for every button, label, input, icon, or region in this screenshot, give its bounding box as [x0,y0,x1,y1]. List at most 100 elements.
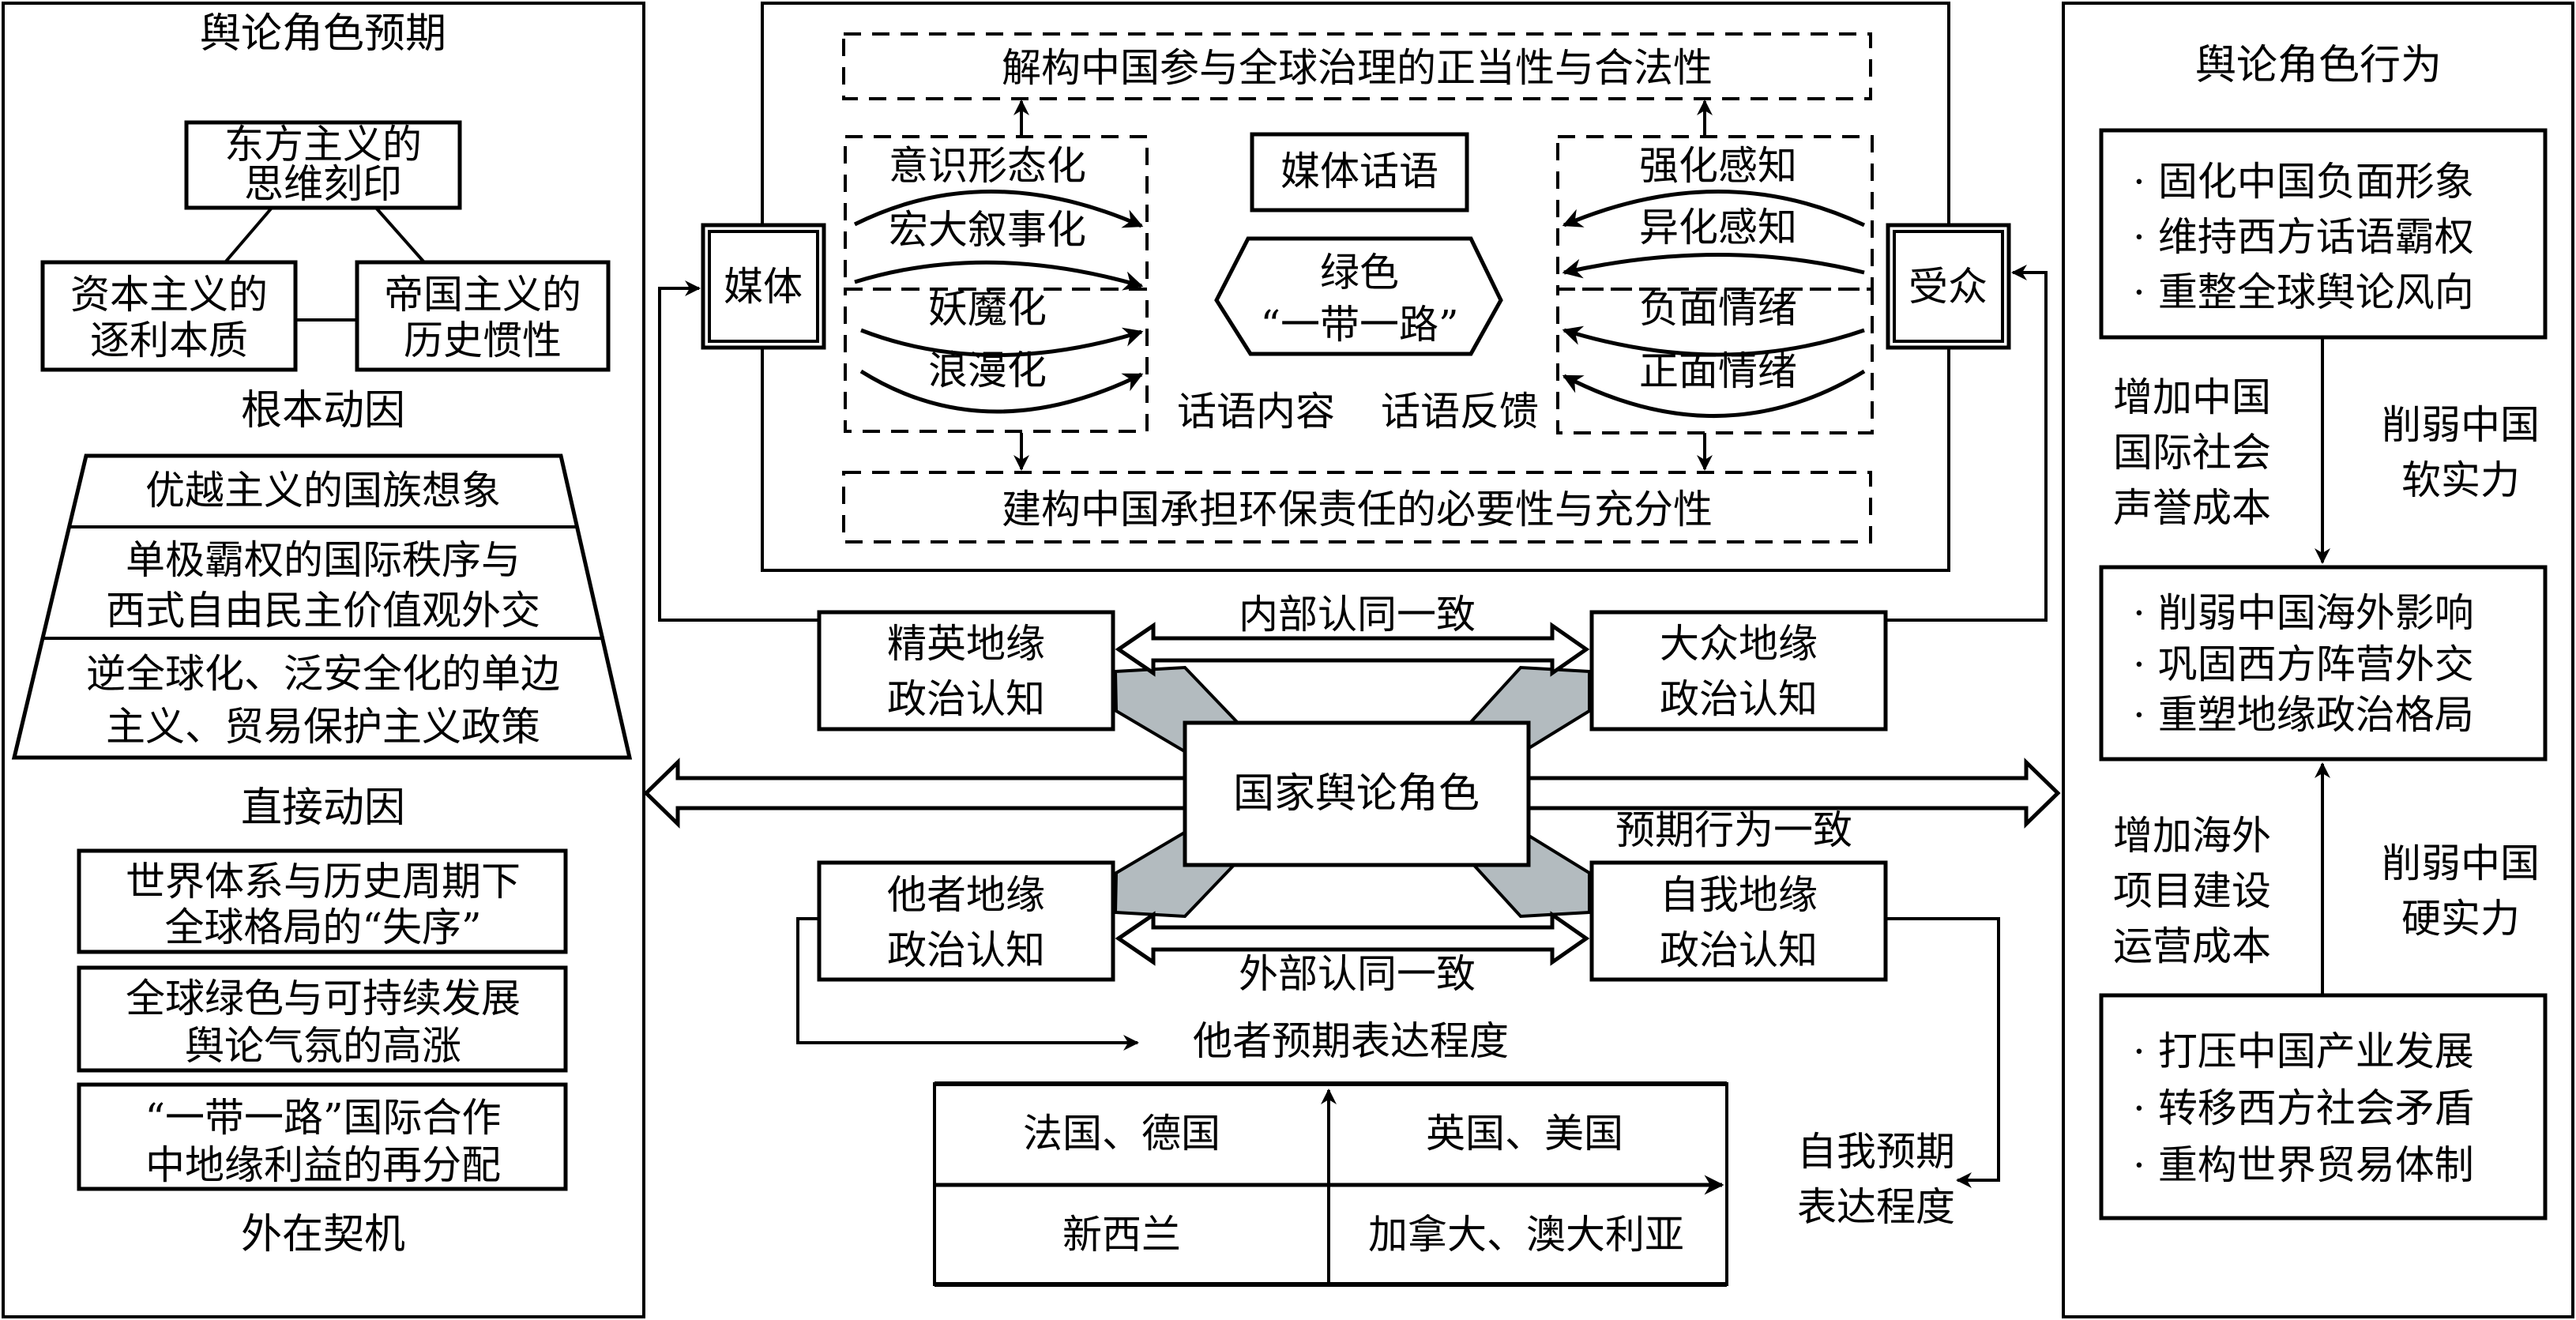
external-box-3 [77,1082,568,1191]
content-curve-arrow [859,369,1144,414]
media-label: 媒体 [724,264,803,310]
other-cognition-box [817,860,1115,982]
external-box-2-line-2: 舆论气氛的高涨 [185,1023,461,1069]
reputation-cost-line-1: 增加中国 [2113,374,2271,420]
left-panel-title: 舆论角色预期 [200,10,446,58]
discourse-content-caption: 话语内容 [1177,389,1335,434]
project-cost-line-2: 项目建设 [2113,868,2271,914]
external-box-1-line-1: 世界体系与历史周期下 [126,859,521,904]
external-box-3-line-2: 中地缘利益的再分配 [145,1142,501,1188]
imperialism-line-1: 帝国主义的 [384,272,581,318]
elite-line-2: 政治认知 [887,676,1045,722]
bottom-goal-text: 建构中国承担环保责任的必要性与充分性 [1002,487,1713,532]
external-box-3-line-1: “一带一路”国际合作 [145,1095,501,1141]
capitalism-line-1: 资本主义的 [70,272,268,318]
reputation-cost-line-2: 国际社会 [2113,430,2271,476]
feedback-group-2-dashed [1556,288,1874,434]
media-discourse-title-box [1250,132,1469,212]
direct-cause-trapezoid [11,453,633,760]
other-line-2: 政治认知 [887,927,1045,973]
content-curve-arrow [860,327,1144,357]
orientalism-line-1: 东方主义的 [224,122,422,167]
direct-cause-layer-2-line-2: 西式自由民主价值观外交 [106,588,540,634]
top-goal-dashed-box [842,32,1872,100]
right-panel-title: 舆论角色行为 [2195,42,2442,89]
behavior-box-3 [2099,993,2548,1220]
left-panel-frame [2,2,645,1318]
elite-to-media-connector [658,280,818,622]
direct-cause-layer-1: 优越主义的国族想象 [145,468,501,513]
root-cause-label: 根本动因 [241,387,405,434]
behavior-box-2-item-1: · 削弱中国海外影响 [2133,590,2474,636]
direct-cause-label: 直接动因 [241,784,405,832]
direct-cause-layer-2-line-1: 单极霸权的国际秩序与 [126,537,521,583]
orientalism-box [184,120,462,210]
imperialism-box [355,260,611,372]
content-curve-arrow [854,260,1144,291]
external-opportunity-label: 外在契机 [241,1211,405,1258]
public-line-1: 大众地缘 [1660,621,1818,667]
capitalism-box [40,260,298,372]
media-discourse-section: 解构中国参与全球治理的正当性与合法性 建构中国承担环保责任的必要性与充分性 意识… [701,2,2011,572]
other-line-1: 他者地缘 [887,872,1045,918]
geopolitics-section: 内部认同一致 外部认同一致 预期行为一致 精英地缘 政治认知 大众地缘 政治认知… [643,592,2061,1230]
self-expectation-line-2: 表达程度 [1797,1184,1955,1230]
self-line-2: 政治认知 [1660,927,1818,973]
discourse-feedback-caption: 话语反馈 [1381,389,1539,434]
feedback-negative-emotion: 负面情绪 [1639,286,1797,332]
external-box-2-line-1: 全球绿色与可持续发展 [126,976,521,1021]
hard-power-line-2: 硬实力 [2401,896,2520,942]
other-expectation-label: 他者预期表达程度 [1193,1018,1509,1064]
direct-cause-layer-3-line-1: 逆全球化、泛安全化的单边 [86,651,560,697]
external-consistency-arrow [1115,911,1590,966]
orientalism-line-2: 思维刻印 [244,161,402,207]
national-opinion-role-label: 国家舆论角色 [1233,770,1480,818]
audience-box [1886,223,2011,350]
behavior-box-1 [2099,128,2548,340]
self-expectation-line-1: 自我预期 [1797,1129,1955,1175]
public-line-2: 政治认知 [1660,676,1818,722]
audience-label: 受众 [1908,264,1987,310]
green-belt-road-hexagon [1214,236,1503,356]
other-expectation-connector [796,917,1139,1051]
soft-power-line-1: 削弱中国 [2382,402,2540,448]
self-line-1: 自我地缘 [1660,872,1818,918]
content-demonization: 妖魔化 [928,286,1047,332]
content-curve-arrow [853,190,1144,228]
behavior-box-2-item-2: · 巩固西方阵营外交 [2133,641,2474,687]
national-opinion-role-box [1183,720,1531,867]
media-discourse-title: 媒体话语 [1280,149,1438,194]
behavior-box-3-item-3: · 重构世界贸易体制 [2133,1142,2474,1188]
behavior-box-3-item-2: · 转移西方社会矛盾 [2133,1085,2474,1131]
feedback-reinforced-perception: 强化感知 [1639,143,1797,189]
audience-box-inner [1893,230,2004,343]
connector-line [374,205,426,264]
left-wide-arrow [643,758,1191,829]
imperialism-line-2: 历史惯性 [404,318,562,363]
left-panel: 舆论角色预期 东方主义的 思维刻印 资本主义的 逐利本质 帝国主义的 历史惯性 … [2,2,645,1318]
topic-line-2: “一带一路” [1260,302,1458,348]
media-box-inner [708,230,819,343]
quadrant-top-right: 英国、美国 [1426,1111,1623,1156]
quadrant-bottom-right: 加拿大、澳大利亚 [1368,1212,1684,1258]
elite-line-1: 精英地缘 [887,621,1045,667]
media-box [701,223,826,350]
bottom-goal-dashed-box [842,471,1872,543]
behavior-box-3-item-1: · 打压中国产业发展 [2133,1029,2474,1074]
expected-behavior-label: 预期行为一致 [1615,807,1852,853]
external-consistency-label: 外部认同一致 [1239,951,1476,997]
soft-power-line-2: 软实力 [2401,457,2520,503]
behavior-box-1-item-2: · 维持西方话语霸权 [2133,214,2474,260]
project-cost-line-3: 运营成本 [2113,923,2271,969]
content-grand-narrative: 宏大叙事化 [889,207,1086,253]
feedback-curve-arrow [1562,325,1865,357]
external-box-1 [77,848,568,954]
internal-consistency-arrow [1115,622,1590,677]
expression-quadrant: 法国、德国 英国、美国 新西兰 加拿大、澳大利亚 [933,1081,1728,1287]
external-box-2 [77,965,568,1073]
feedback-curve-arrow [1562,369,1866,419]
self-cognition-box [1589,860,1888,982]
connector-line [224,205,274,264]
right-panel-frame [2062,2,2574,1318]
